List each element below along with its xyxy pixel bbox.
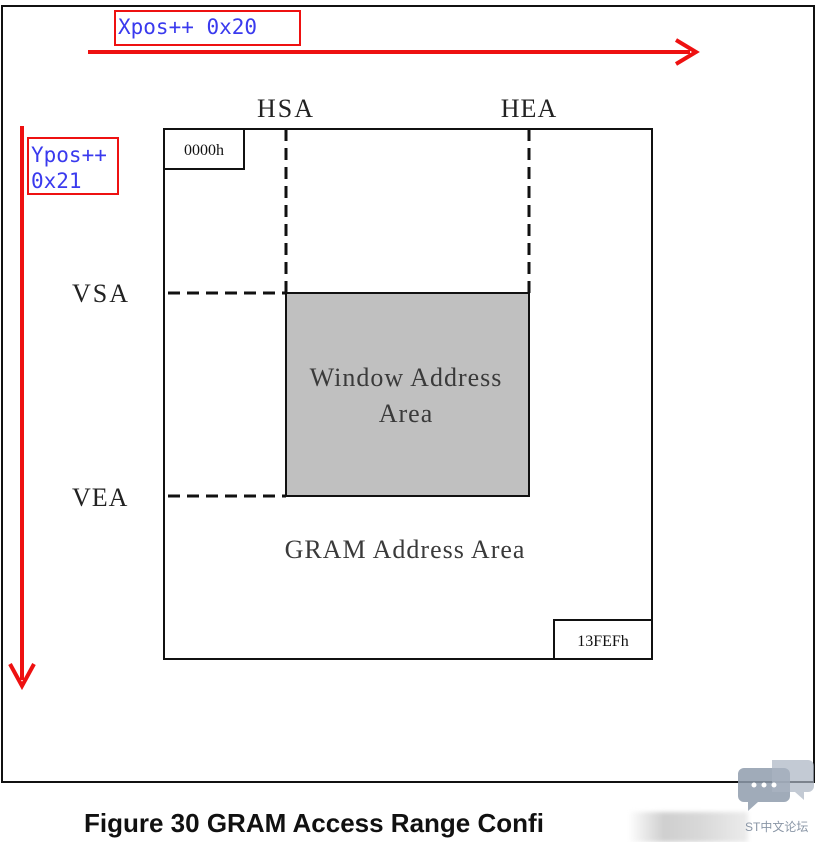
watermark-label: ST中文论坛: [745, 820, 809, 834]
window-address-area: [285, 292, 530, 497]
x-direction-label-box: [114, 10, 301, 46]
y-direction-label-line2: 0x21: [31, 169, 82, 193]
blurred-overlay: [628, 812, 748, 842]
x-arrowhead-icon: [674, 38, 700, 66]
x-direction-label: Xpos++ 0x20: [118, 15, 257, 39]
hsa-label: HSA: [257, 94, 315, 123]
gram-area-label: GRAM Address Area: [285, 535, 526, 564]
end-address-box: [553, 619, 653, 660]
y-direction-label-line1: Ypos++: [31, 143, 107, 167]
hea-label: HEA: [501, 94, 557, 123]
vsa-label: VSA: [72, 279, 130, 308]
vea-label: VEA: [72, 483, 128, 512]
figure-caption: Figure 30 GRAM Access Range Confi: [84, 808, 544, 838]
end-address-label: 13FEFh: [577, 633, 629, 650]
start-address-box: [163, 128, 245, 170]
y-arrowhead-icon: [8, 663, 36, 691]
y-direction-label-box: [27, 137, 119, 195]
window-area-label-line2: Area: [379, 399, 434, 428]
window-area-label-line1: Window Address: [310, 363, 503, 392]
start-address-label: 0000h: [184, 142, 224, 159]
chat-bubble-icon: [738, 760, 814, 811]
